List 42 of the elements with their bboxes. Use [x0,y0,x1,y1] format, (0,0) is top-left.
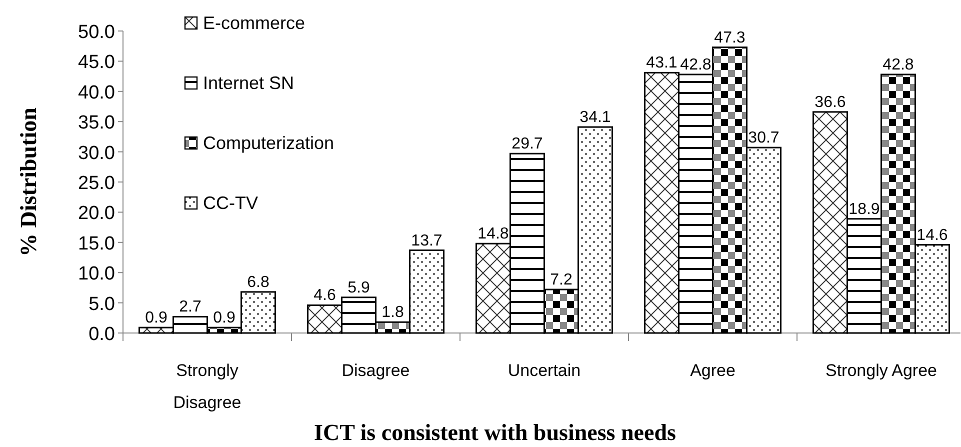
y-tick-label: 35.0 [78,112,115,134]
data-label: 5.9 [348,279,370,296]
x-tick-label: Strongly Agree [826,361,937,380]
x-axis-title: ICT is consistent with business needs [314,420,676,445]
data-label: 34.1 [580,109,611,126]
y-tick-label: 25.0 [78,173,115,194]
data-label: 6.8 [247,274,270,291]
data-label: 14.6 [916,226,948,244]
legend-label: CC-TV [203,193,258,213]
data-label: 18.9 [848,200,880,218]
data-label: 7.2 [550,272,572,288]
data-label: 43.1 [646,54,678,72]
x-tick-label: Disagree [342,361,410,380]
data-label: 2.7 [179,298,202,316]
y-tick-label: 50.0 [78,22,115,43]
data-label: 14.8 [478,226,509,243]
data-label: 42.8 [680,56,712,74]
data-label: 47.3 [714,29,746,46]
y-tick-label: 10.0 [78,264,115,285]
data-label: 36.6 [814,94,846,111]
data-label: 4.6 [314,287,336,304]
y-tick-label: 45.0 [78,52,115,74]
x-tick-label: Uncertain [508,361,581,380]
y-tick-label: 15.0 [78,233,115,254]
data-label: 0.9 [213,310,236,327]
legend-label: E-commerce [203,13,306,33]
x-tick-label: Strongly Disagree [173,361,242,412]
data-label: 1.8 [382,304,404,322]
legend-label: Internet SN [203,73,294,93]
y-tick-label: 30.0 [78,142,115,164]
legend-label: Computerization [203,133,334,153]
data-label: 30.7 [748,130,780,147]
data-label: 0.9 [145,310,168,327]
y-tick-label: 0.0 [88,324,115,345]
y-tick-label: 40.0 [78,82,115,104]
data-label: 29.7 [512,136,543,153]
y-tick-label: 5.0 [88,294,115,315]
data-label: 42.8 [882,56,914,74]
y-tick-label: 20.0 [78,203,115,224]
data-label: 13.7 [411,232,442,250]
x-tick-label: Agree [690,361,736,380]
y-axis-title: % Distribution [16,108,41,256]
